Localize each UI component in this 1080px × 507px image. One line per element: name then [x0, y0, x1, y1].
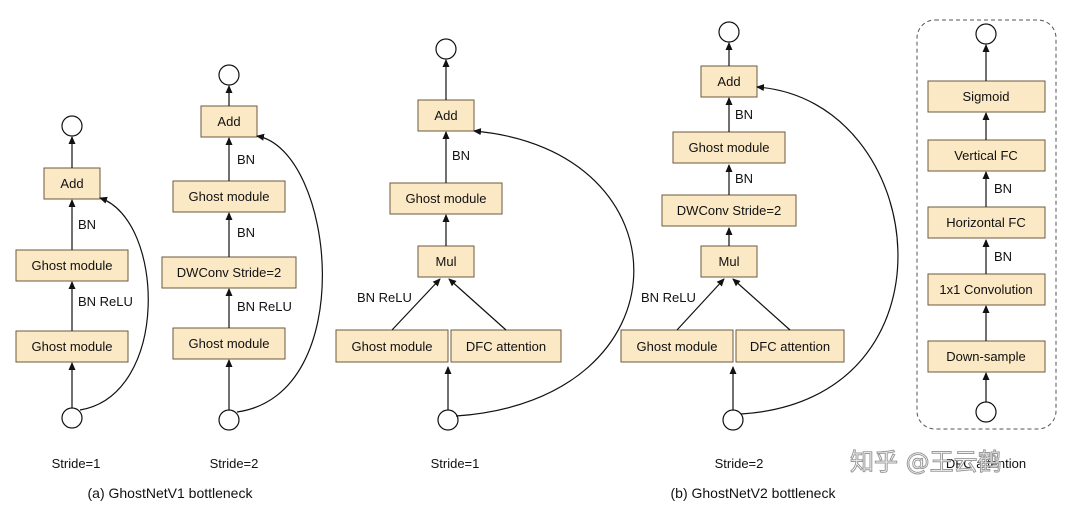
svg-text:Vertical FC: Vertical FC — [954, 148, 1018, 163]
bn-label: BN — [237, 152, 255, 167]
bn-label: BN — [994, 181, 1012, 196]
stride-label: Stride=1 — [52, 456, 101, 471]
ghost-module-box: Ghost module — [15, 330, 129, 363]
ghost-module-box: Ghost module — [620, 329, 734, 363]
svg-text:Ghost module: Ghost module — [352, 339, 433, 354]
input-node — [722, 409, 744, 431]
svg-text:Add: Add — [217, 114, 240, 129]
skip-connection — [740, 84, 899, 415]
ghost-module-box: Ghost module — [335, 329, 449, 363]
stride-label: Stride=1 — [431, 456, 480, 471]
ghost-module-box: Ghost module — [172, 180, 286, 213]
mul-box: Mul — [700, 245, 758, 278]
stride-label: Stride=2 — [715, 456, 764, 471]
svg-text:Mul: Mul — [436, 254, 457, 269]
dfc-attention-panel: Down-sample 1x1 Convolution BN Horizonta… — [916, 19, 1057, 471]
svg-text:Ghost module: Ghost module — [689, 140, 770, 155]
v1-stride1-block: Ghost module BN ReLU Ghost module BN Add… — [15, 115, 149, 471]
bn-label: BN — [78, 217, 96, 232]
output-node — [218, 64, 240, 86]
bn-label: BN — [735, 107, 753, 122]
skip-connection — [79, 196, 149, 411]
svg-text:Down-sample: Down-sample — [946, 349, 1025, 364]
svg-text:Ghost module: Ghost module — [189, 336, 270, 351]
vertical-fc-box: Vertical FC — [927, 139, 1046, 172]
caption-v1: (a) GhostNetV1 bottleneck — [88, 485, 254, 501]
mul-box: Mul — [417, 245, 475, 278]
dfc-panel-label: DFC attention — [946, 456, 1026, 471]
v2-stride1-block: Ghost module DFC attention BN ReLU Mul G… — [335, 38, 635, 471]
dwconv-box: DWConv Stride=2 — [661, 194, 797, 227]
v1-stride2-block: Ghost module BN ReLU DWConv Stride=2 BN … — [161, 64, 323, 471]
svg-text:Add: Add — [717, 74, 740, 89]
output-node — [975, 23, 997, 45]
output-node — [435, 38, 457, 60]
sigmoid-box: Sigmoid — [927, 80, 1046, 113]
ghost-module-box: Ghost module — [15, 249, 129, 282]
svg-text:DWConv Stride=2: DWConv Stride=2 — [177, 265, 281, 280]
horizontal-fc-box: Horizontal FC — [927, 206, 1046, 239]
ghost-module-box: Ghost module — [172, 327, 286, 360]
output-node — [718, 21, 740, 43]
bn-label: BN — [994, 249, 1012, 264]
input-node — [61, 407, 83, 429]
stride-label: Stride=2 — [210, 456, 259, 471]
ghost-module-box: Ghost module — [389, 182, 503, 215]
svg-text:Add: Add — [60, 176, 83, 191]
downsample-box: Down-sample — [927, 340, 1046, 373]
input-node — [975, 401, 997, 423]
input-node — [437, 409, 459, 431]
svg-text:DFC attention: DFC attention — [750, 339, 830, 354]
add-box: Add — [200, 105, 258, 138]
svg-text:DFC attention: DFC attention — [466, 339, 546, 354]
svg-text:Ghost module: Ghost module — [32, 258, 113, 273]
bn-label: BN — [735, 171, 753, 186]
add-box: Add — [700, 65, 758, 98]
svg-text:Ghost module: Ghost module — [189, 189, 270, 204]
skip-connection — [455, 128, 635, 417]
conv1x1-box: 1x1 Convolution — [927, 273, 1046, 306]
svg-text:Ghost module: Ghost module — [406, 191, 487, 206]
dwconv-box: DWConv Stride=2 — [161, 256, 297, 289]
svg-text:DWConv Stride=2: DWConv Stride=2 — [677, 203, 781, 218]
svg-text:Add: Add — [434, 108, 457, 123]
edge — [448, 278, 507, 331]
caption-v2: (b) GhostNetV2 bottleneck — [671, 485, 837, 501]
dfc-panel-border — [916, 19, 1057, 430]
edge — [732, 278, 791, 331]
edge — [391, 278, 441, 331]
dfc-attention-box: DFC attention — [735, 329, 845, 363]
bn-relu-label: BN ReLU — [357, 290, 412, 305]
bn-relu-label: BN ReLU — [78, 294, 133, 309]
input-node — [218, 409, 240, 431]
dfc-attention-box: DFC attention — [450, 329, 562, 363]
svg-text:Ghost module: Ghost module — [32, 339, 113, 354]
ghost-module-box: Ghost module — [672, 131, 786, 164]
svg-text:Horizontal FC: Horizontal FC — [946, 215, 1025, 230]
add-box: Add — [417, 99, 475, 132]
v2-stride2-block: Ghost module DFC attention BN ReLU Mul D… — [620, 21, 899, 471]
add-box: Add — [43, 167, 101, 200]
bn-label: BN — [452, 148, 470, 163]
svg-text:Ghost module: Ghost module — [637, 339, 718, 354]
edge — [676, 278, 725, 331]
svg-text:1x1 Convolution: 1x1 Convolution — [939, 282, 1032, 297]
bn-relu-label: BN ReLU — [641, 290, 696, 305]
skip-connection — [236, 133, 323, 413]
svg-text:Sigmoid: Sigmoid — [963, 89, 1010, 104]
bn-relu-label: BN ReLU — [237, 299, 292, 314]
watermark: 知乎 @王云鹤 — [850, 448, 1002, 476]
output-node — [61, 115, 83, 137]
svg-text:Mul: Mul — [719, 254, 740, 269]
bn-label: BN — [237, 225, 255, 240]
